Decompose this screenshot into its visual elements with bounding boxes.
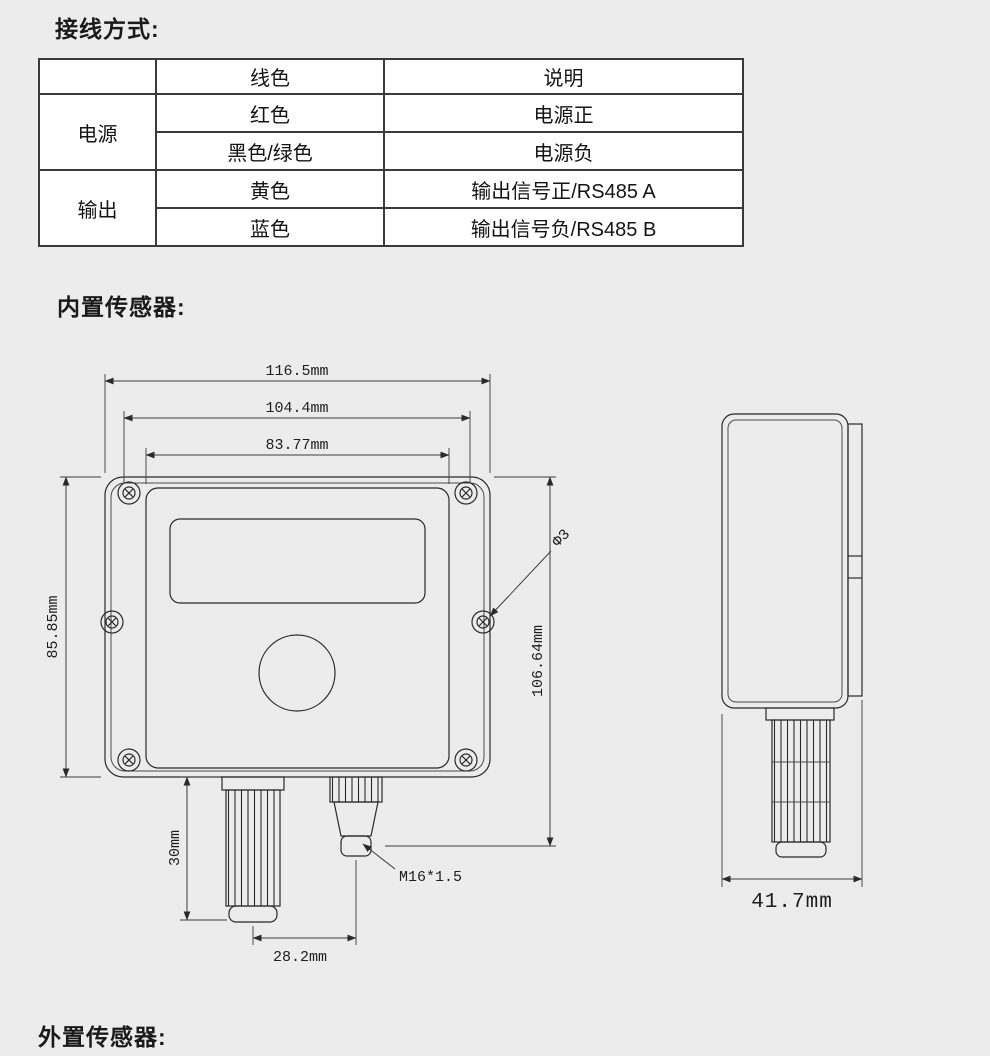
- table-header-description: 说明: [383, 58, 744, 95]
- cell-desc-output-negative: 输出信号负/RS485 B: [383, 207, 744, 247]
- device-body-outer: [104, 476, 491, 778]
- external-section-title: 外置传感器:: [38, 1024, 167, 1050]
- cell-desc-power-negative: 电源负: [383, 131, 744, 171]
- sensor-probe: [221, 776, 285, 923]
- dimensions: 116.5mm 104.4mm 83.77mm 85.85mm 106.64mm: [45, 363, 863, 966]
- table-header-row: 线色 说明: [38, 58, 744, 95]
- mounting-plate: [847, 423, 863, 697]
- sensor-opening: [258, 634, 336, 712]
- cell-wire-color-red: 红色: [155, 93, 385, 133]
- dim-label-hole-diameter: Φ3: [549, 526, 574, 551]
- dim-label-inner-width: 83.77mm: [265, 437, 328, 454]
- table-row-output-positive: 输出 黄色 输出信号正/RS485 A: [38, 169, 744, 247]
- cell-desc-output-positive: 输出信号正/RS485 A: [383, 169, 744, 209]
- wiring-section-title: 接线方式:: [55, 16, 160, 42]
- screw-hole-middle-left: [100, 610, 124, 634]
- cell-wire-color-blue: 蓝色: [155, 207, 385, 247]
- group-label-power: 电源: [38, 93, 157, 171]
- side-view: [721, 413, 863, 858]
- cell-wire-color-black-green: 黑色/绿色: [155, 131, 385, 171]
- dim-label-probe-length: 30mm: [167, 830, 184, 866]
- screw-hole-bottom-left: [117, 748, 141, 772]
- dim-label-total-height: 106.64mm: [530, 625, 547, 697]
- table-row-power-negative: 黑色/绿色 电源负: [39, 131, 744, 171]
- side-probe: [765, 707, 835, 858]
- display-window: [169, 518, 426, 604]
- dim-label-probe-spacing: 28.2mm: [273, 949, 327, 966]
- dim-label-total-width: 116.5mm: [265, 363, 328, 380]
- cell-desc-power-positive: 电源正: [383, 93, 744, 133]
- table-header-wire-color: 线色: [155, 58, 385, 95]
- wiring-table: 线色 说明 电源 红色 电源正 黑色/绿色 电源负 输出 黄色 输出信号正/RS…: [38, 58, 744, 247]
- dim-label-gland-thread: M16*1.5: [399, 869, 462, 886]
- dim-label-side-depth: 41.7mm: [751, 891, 833, 914]
- dim-label-mount-width: 104.4mm: [265, 400, 328, 417]
- screw-hole-top-left: [117, 481, 141, 505]
- table-row-output-negative: 蓝色 输出信号负/RS485 B: [39, 207, 744, 247]
- table-row-power-positive: 电源 红色 电源正: [38, 93, 744, 171]
- screw-hole-top-right: [454, 481, 478, 505]
- cable-gland: [329, 776, 383, 857]
- builtin-section-title: 内置传感器:: [57, 294, 186, 320]
- front-view: [100, 476, 495, 923]
- group-label-output: 输出: [38, 169, 157, 247]
- screw-hole-bottom-right: [454, 748, 478, 772]
- device-face-panel: [145, 487, 450, 769]
- cell-wire-color-yellow: 黄色: [155, 169, 385, 209]
- screw-hole-middle-right: [471, 610, 495, 634]
- table-header-empty-cell: [38, 58, 157, 95]
- device-body-inner: [110, 482, 485, 772]
- dim-label-body-height: 85.85mm: [45, 595, 62, 658]
- side-body: [721, 413, 849, 709]
